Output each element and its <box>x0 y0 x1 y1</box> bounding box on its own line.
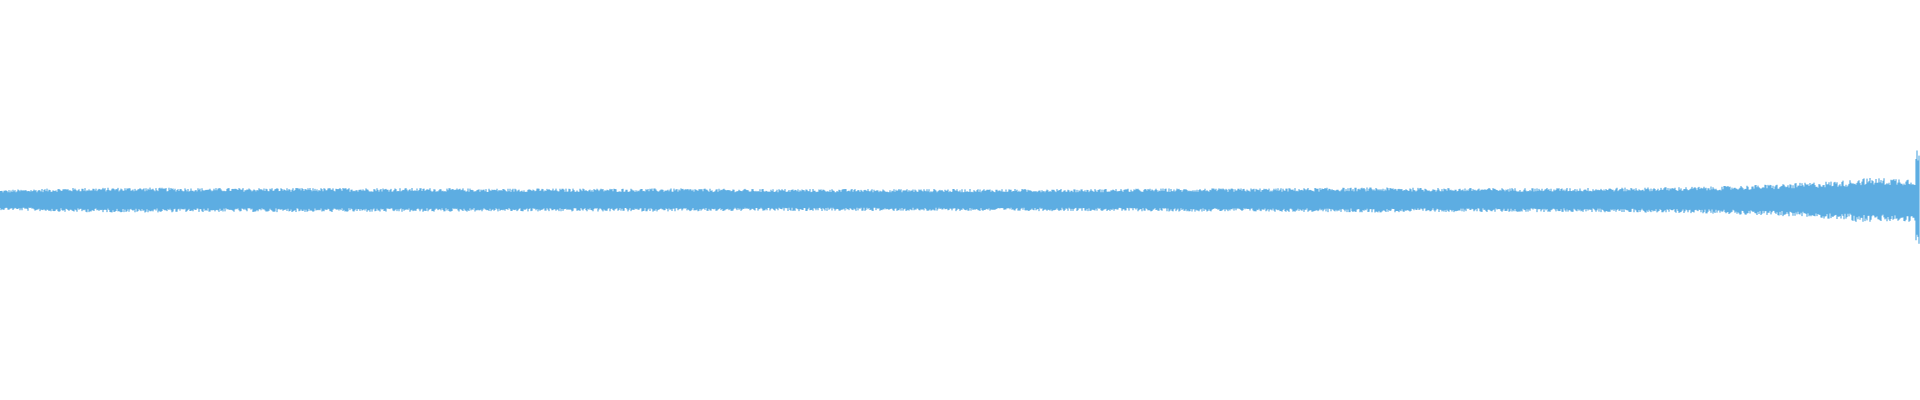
waveform-samples <box>0 150 1920 244</box>
waveform-path <box>0 150 1920 244</box>
